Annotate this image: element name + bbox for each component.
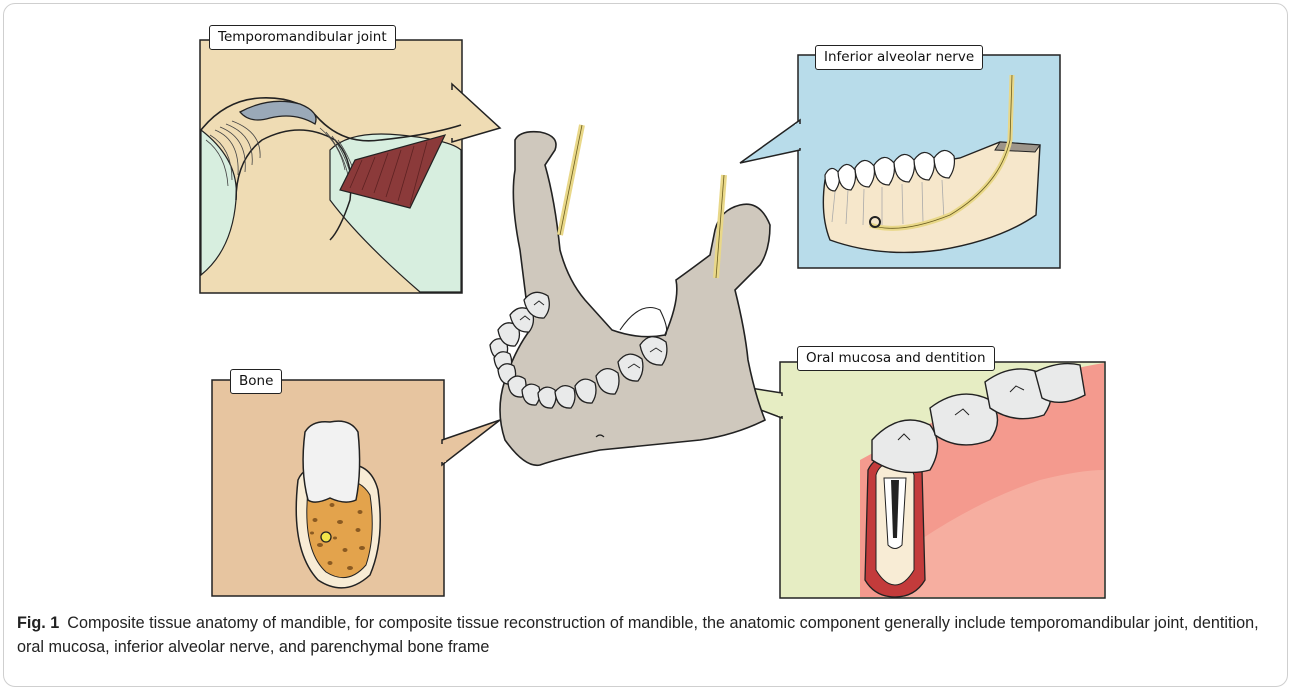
label-bone: Bone <box>230 369 282 394</box>
tmj-panel <box>200 40 500 293</box>
bone-panel <box>212 380 500 596</box>
caption-text: Composite tissue anatomy of mandible, fo… <box>17 614 1259 656</box>
label-inferior-alveolar-nerve: Inferior alveolar nerve <box>815 45 983 70</box>
label-temporomandibular-joint: Temporomandibular joint <box>209 25 396 50</box>
caption-label: Fig. 1 <box>17 614 59 632</box>
label-oral-mucosa-and-dentition: Oral mucosa and dentition <box>797 346 995 371</box>
nerve-panel <box>740 55 1060 268</box>
